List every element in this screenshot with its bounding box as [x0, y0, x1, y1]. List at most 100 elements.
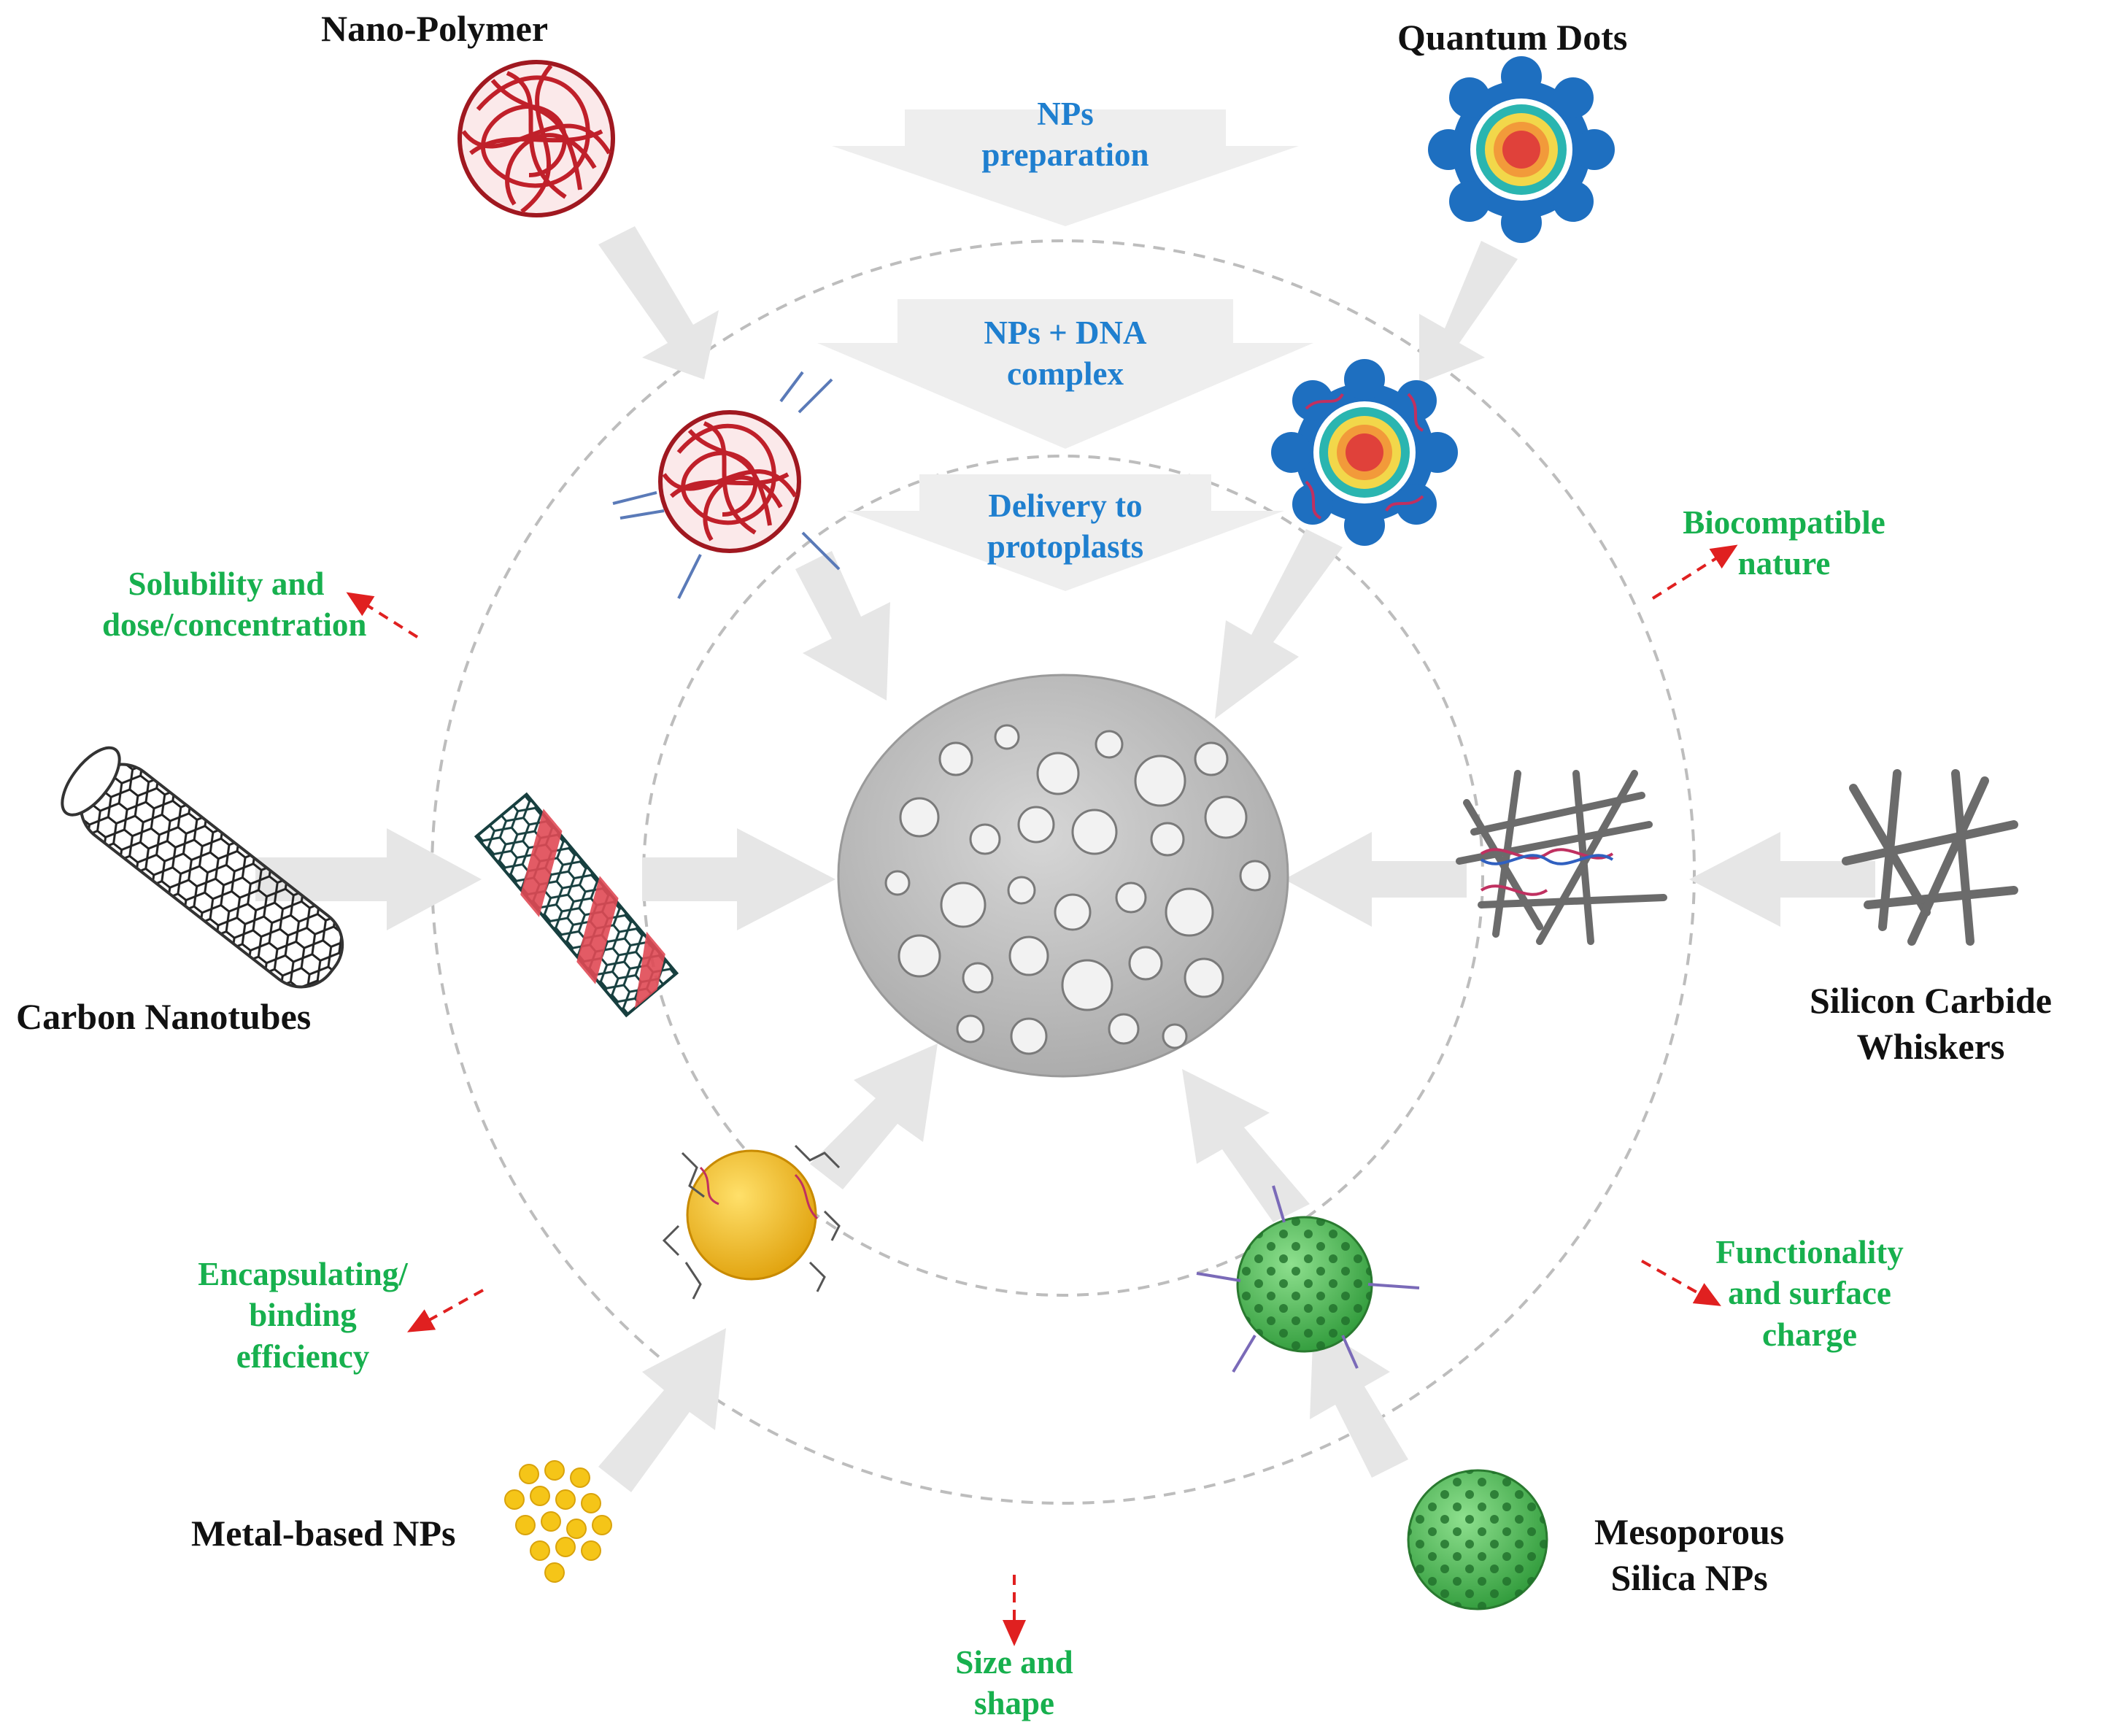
mesoporous-silica-particle	[1407, 1469, 1548, 1610]
carbon-nanotube	[61, 746, 344, 989]
encapsulating-factor-arrow	[407, 1289, 484, 1332]
protoplast-cell	[1054, 893, 1092, 931]
delivery-step-label: Delivery to protoplasts	[963, 485, 1167, 568]
protoplast-cell	[1134, 755, 1186, 807]
biocompatible-factor-label: Biocompatible nature	[1671, 502, 1897, 585]
protoplast-cell	[1108, 1013, 1140, 1045]
whiskers-flow-arrow	[1689, 832, 1875, 927]
protoplast-micrograph	[837, 674, 1289, 1078]
biocompatible-factor-arrow	[1651, 544, 1738, 600]
functionality-line-2: and surface	[1728, 1275, 1891, 1312]
functionality-factor-label: Functionality and surface charge	[1700, 1232, 1919, 1355]
step-arrows	[817, 109, 1313, 591]
encapsulating-line-1: Encapsulating/	[198, 1256, 408, 1292]
protoplast-cell	[962, 962, 994, 994]
protoplast-cell	[1036, 752, 1080, 795]
nanotube-flow-arrow	[255, 828, 482, 930]
solubility-line-1: Solubility and	[128, 566, 325, 602]
quantum-dots-dna-complex	[1271, 359, 1458, 546]
nano-polymer-particle	[458, 60, 615, 217]
delivery-line-2: protoplasts	[987, 528, 1144, 566]
protoplast-cell	[1128, 946, 1163, 981]
protoplast-cell	[994, 724, 1020, 750]
delivery-arrow	[846, 474, 1284, 591]
mesoporous-silica-label: Mesoporous Silica NPs	[1594, 1509, 1784, 1600]
metal-complex-flow-arrow	[810, 1043, 938, 1189]
encapsulating-line-2: binding	[249, 1297, 357, 1334]
size-factor-label: Size and shape	[927, 1642, 1102, 1724]
size-line-1: Size and	[955, 1644, 1073, 1681]
protoplast-cell	[1165, 887, 1214, 937]
protoplast-cell	[1162, 1023, 1188, 1049]
quantum-dots-label: Quantum Dots	[1397, 17, 1628, 58]
biocompatible-line-1: Biocompatible	[1683, 504, 1885, 541]
silicon-carbide-line-1: Silicon Carbide	[1810, 980, 2052, 1021]
metal-nanoparticles	[504, 1460, 612, 1583]
encapsulating-line-3: efficiency	[236, 1338, 370, 1375]
silica-flow-arrow	[1310, 1324, 1408, 1478]
protoplast-cell	[1194, 741, 1229, 776]
solubility-factor-label: Solubility and dose/concentration	[102, 563, 367, 646]
complex-line-2: complex	[1007, 355, 1124, 393]
silicon-carbide-dna-complex	[1456, 770, 1667, 945]
protoplast-cell	[1150, 822, 1185, 857]
factor-arrows	[346, 544, 1738, 1646]
protoplast-cell	[1010, 1017, 1048, 1055]
preparation-line-1: NPs	[1037, 96, 1094, 132]
protoplast-cell	[938, 741, 973, 776]
quantum-complex-flow-arrow	[1215, 529, 1343, 719]
size-line-2: shape	[973, 1685, 1055, 1722]
silicon-carbide-line-2: Whiskers	[1856, 1025, 2005, 1067]
nanotube-complex-flow-arrow	[642, 828, 835, 930]
protoplast-cell	[1184, 957, 1224, 998]
preparation-arrow	[832, 109, 1299, 226]
preparation-line-2: preparation	[981, 136, 1149, 174]
protoplast-cell	[1239, 860, 1271, 892]
protoplast-cell	[1204, 795, 1248, 839]
protoplast-cell	[940, 881, 987, 928]
protoplast-cell	[1017, 806, 1055, 844]
delivery-line-1: Delivery to	[988, 487, 1143, 524]
preparation-step-label: NPs preparation	[978, 93, 1153, 176]
protoplast-cell	[1115, 881, 1147, 914]
quantum-dots-particle	[1428, 56, 1615, 243]
complex-arrow	[817, 299, 1313, 449]
protoplast-cell	[1095, 730, 1124, 759]
protoplast-cell	[1071, 809, 1118, 855]
mesoporous-line-1: Mesoporous	[1594, 1511, 1785, 1552]
protoplast-cell	[1007, 876, 1036, 905]
functionality-factor-arrow	[1641, 1259, 1721, 1306]
protoplast-cell	[899, 797, 940, 838]
whiskers-complex-flow-arrow	[1284, 832, 1467, 927]
nano-polymer-flow-arrow	[598, 226, 719, 379]
carbon-nanotubes-label: Carbon Nanotubes	[16, 996, 312, 1037]
carbon-nanotube-dna-complex	[474, 792, 679, 1018]
polymer-complex-flow-arrow	[795, 551, 890, 701]
flow-arrows	[255, 226, 1875, 1492]
protoplast-cell	[884, 870, 911, 896]
functionality-line-1: Functionality	[1715, 1234, 1904, 1270]
encapsulating-factor-label: Encapsulating/ binding efficiency	[182, 1254, 423, 1377]
silicon-carbide-whiskers-label: Silicon Carbide Whiskers	[1810, 978, 2052, 1069]
nano-polymer-dna-complex	[612, 371, 841, 599]
functionality-line-3: charge	[1762, 1316, 1857, 1353]
silicon-carbide-whiskers	[1842, 769, 2018, 946]
solubility-factor-arrow	[346, 592, 419, 639]
biocompatible-line-2: nature	[1737, 545, 1831, 582]
quantum-dots-flow-arrow	[1419, 241, 1518, 383]
complex-step-label: NPs + DNA complex	[963, 312, 1167, 395]
nano-polymer-label: Nano-Polymer	[321, 8, 549, 49]
silica-complex-flow-arrow	[1182, 1069, 1310, 1222]
metal-based-nps-label: Metal-based NPs	[191, 1513, 456, 1554]
protoplast-cell	[969, 823, 1001, 855]
complex-line-1: NPs + DNA	[984, 315, 1147, 351]
solubility-line-2: dose/concentration	[102, 606, 367, 644]
protoplast-cell	[956, 1014, 985, 1043]
metal-nanoparticle-dna-complex	[662, 1144, 841, 1300]
metal-flow-arrow	[598, 1328, 726, 1492]
protoplast-cell	[1008, 935, 1049, 976]
protoplast-cell	[897, 934, 941, 978]
mesoporous-line-2: Silica NPs	[1610, 1556, 1768, 1598]
protoplast-cell	[1061, 959, 1113, 1011]
